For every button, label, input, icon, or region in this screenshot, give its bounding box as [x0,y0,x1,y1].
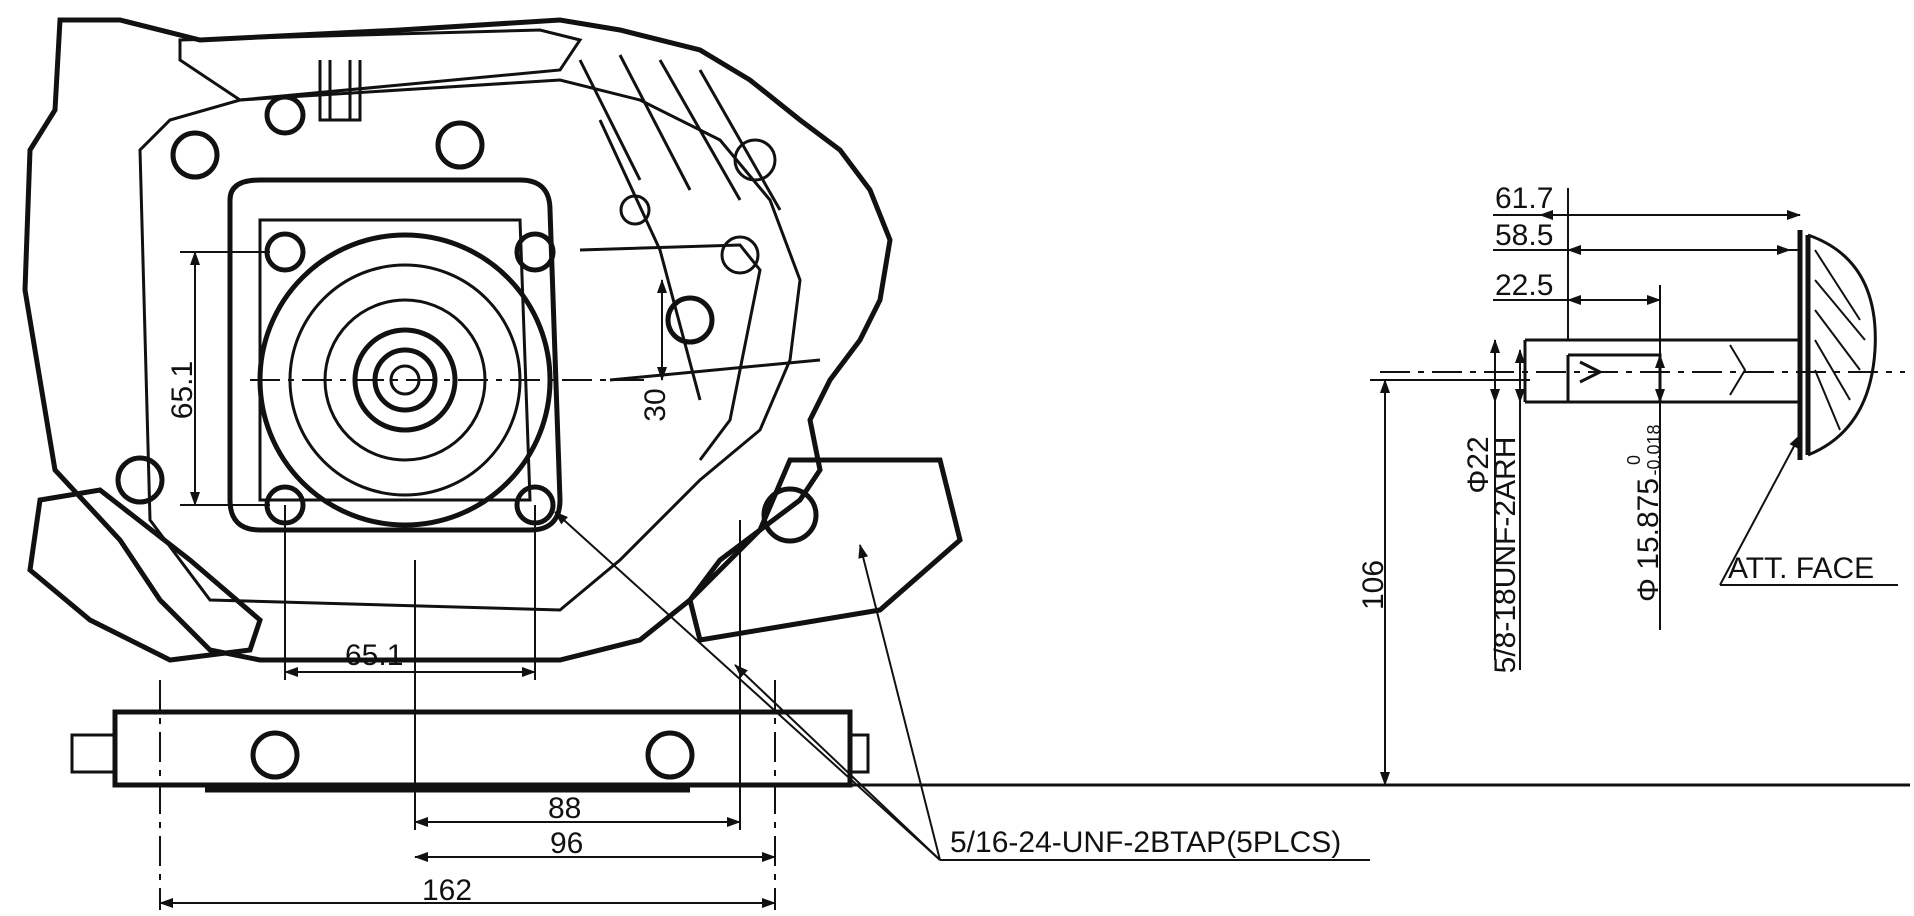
right-bracket [687,457,963,643]
face-housing [1807,233,1877,457]
dim-horizontal-bolt-spacing: 65.1 [345,639,403,672]
left-bracket [27,487,263,663]
bolt-top-left [264,231,306,273]
front-dimensions: 65.1 65.1 30 88 96 162 [159,251,1910,910]
dim-thread: 5/8-18UNF-2ARH [1489,437,1522,674]
dim-shaft-height: 106 [1357,560,1390,610]
tol-lower: -0.018 [1644,424,1664,475]
shaft-side-view: 106 61.7 58.5 22.5 Φ22 5/8-18UNF-2ARH [1357,182,1905,786]
right-fins [578,54,782,211]
flange-plate [227,177,563,533]
linkage-rod [598,119,821,401]
mount-nut-left [70,733,117,774]
dim-shaft-diameter: Φ 15.875 [1632,478,1665,602]
dim-diameter-major: Φ22 [1462,436,1495,493]
dim-keyway: 22.5 [1495,269,1553,302]
callout-tap: 5/16-24-UNF-2BTAP(5PLCS) [950,826,1341,859]
bolt-top-right [514,231,556,273]
crankcase-outline [22,17,893,663]
dim-base-overall: 162 [422,874,472,907]
tol-upper: 0 [1624,455,1644,465]
callout-face: ATT. FACE [1728,552,1874,585]
mount-nut-right [848,733,870,774]
dim-length-mid: 58.5 [1495,219,1553,252]
crankcase-inner-outline [138,78,802,612]
att-face [1797,230,1811,460]
governor-arm [579,243,762,461]
cover-bolts [115,94,819,780]
dim-base-inner: 88 [548,792,581,825]
top-cover [178,28,583,102]
dim-vertical-bolt-spacing: 65.1 [166,361,199,419]
dim-shaft-offset: 30 [639,388,672,421]
dim-length-overall: 61.7 [1495,182,1553,215]
dim-base-mid: 96 [550,827,583,860]
